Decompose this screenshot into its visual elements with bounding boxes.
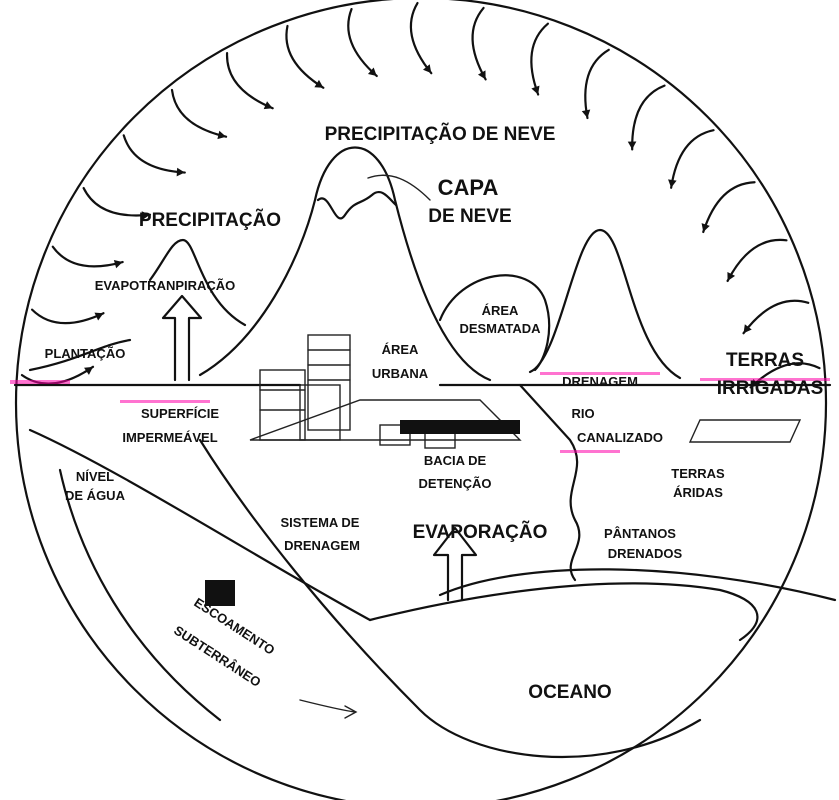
irrigated-field	[688, 419, 802, 443]
aquifer-line-1	[198, 438, 702, 759]
precipitation-arrow	[584, 48, 610, 120]
precipitation-arrowhead	[263, 101, 273, 110]
precipitation-arrowhead	[668, 179, 677, 188]
label-drained-wetlands-1: PÂNTANOS	[604, 526, 676, 541]
label-drainage-system-2: DRENAGEM	[284, 538, 360, 553]
precipitation-arrowhead	[367, 67, 377, 76]
precipitation-arrow	[170, 88, 228, 138]
evapotranspiration-arrow	[161, 294, 203, 382]
label-arid-1: TERRAS	[671, 466, 725, 481]
label-plantation: PLANTAÇÃO	[45, 346, 126, 361]
big-mountain	[198, 146, 492, 382]
evaporation-arrow	[432, 526, 478, 602]
label-urban-2: URBANA	[372, 366, 429, 381]
precipitation-arrow	[409, 1, 433, 75]
precipitation-arrow	[471, 6, 487, 81]
precipitation-arrow	[82, 186, 152, 217]
evapotranspiration-curve	[148, 238, 247, 327]
aquifer-line-2	[58, 468, 222, 722]
precipitation-arrow	[285, 24, 325, 89]
precipitation-arrow	[742, 299, 810, 335]
label-irrigated-1: TERRAS	[726, 350, 804, 371]
plantation-curve	[28, 338, 132, 372]
label-water-table-1: NÍVEL	[76, 469, 114, 484]
label-drainage: DRENAGEM	[562, 374, 638, 389]
precipitation-arrowhead	[141, 211, 150, 220]
precipitation-arrow	[122, 134, 186, 174]
ocean-top	[438, 568, 837, 602]
precipitation-arrowhead	[422, 64, 432, 74]
label-channelized-1: RIO	[571, 406, 594, 421]
precipitation-arrow	[225, 52, 274, 110]
precipitation-arrow	[30, 308, 105, 325]
label-channelized-2: CANALIZADO	[577, 430, 663, 445]
snow-cap-pointer	[367, 174, 431, 201]
label-snow-precipitation: PRECIPITAÇÃO DE NEVE	[325, 123, 556, 145]
label-water-table-2: DE ÁGUA	[65, 488, 126, 503]
label-impervious-2: IMPERMEÁVEL	[122, 430, 217, 445]
precipitation-arrowhead	[531, 85, 540, 95]
label-impervious-1: SUPERFÍCIE	[141, 406, 219, 421]
precipitation-arrowhead	[176, 167, 185, 177]
label-deforested-2: DESMATADA	[459, 321, 541, 336]
urban-buildings	[249, 334, 522, 449]
label-deforested-1: ÁREA	[482, 303, 519, 318]
precipitation-arrow	[347, 7, 378, 78]
label-irrigated-2: IRRIGADAS	[717, 378, 824, 399]
small-hill	[438, 274, 551, 372]
precipitation-arrow	[726, 238, 788, 283]
water-table-line	[28, 428, 372, 622]
precipitation-arrow	[702, 181, 756, 234]
precipitation-arrows	[20, 1, 821, 389]
globe-outline	[15, 0, 827, 800]
precipitation-arrow	[631, 84, 666, 151]
precipitation-arrowhead	[701, 223, 710, 233]
precipitation-arrow	[670, 129, 715, 189]
snow-cap-line	[316, 190, 398, 220]
scan-artifacts	[10, 372, 830, 606]
channelized-river	[518, 383, 581, 582]
precipitation-arrowhead	[314, 79, 324, 88]
precipitation-arrow	[530, 22, 550, 96]
precipitation-arrowhead	[217, 130, 227, 140]
ocean-basin	[368, 582, 759, 642]
precipitation-arrowhead	[727, 271, 736, 281]
label-snow-cap-2: DE NEVE	[428, 206, 511, 227]
tall-peak	[528, 228, 682, 380]
label-urban-1: ÁREA	[382, 342, 419, 357]
precipitation-arrowhead	[84, 366, 93, 375]
label-drainage-system-1: SISTEMA DE	[281, 515, 360, 530]
precipitation-arrow	[51, 245, 124, 268]
label-snow-cap-1: CAPA	[438, 175, 499, 200]
label-detention-2: DETENÇÃO	[419, 476, 492, 491]
label-drained-wetlands-2: DRENADOS	[608, 546, 683, 561]
precipitation-arrowhead	[581, 109, 591, 119]
precipitation-arrowhead	[627, 141, 637, 150]
precipitation-arrowhead	[743, 324, 752, 334]
label-detention-1: BACIA DE	[424, 453, 487, 468]
label-arid-2: ÁRIDAS	[673, 485, 723, 500]
precipitation-arrowhead	[113, 259, 123, 269]
precipitation-arrowhead	[477, 70, 486, 80]
groundwater-flow-arrow	[299, 699, 358, 719]
label-evapotranspiration: EVAPOTRANPIRAÇÃO	[95, 278, 236, 293]
label-ocean: OCEANO	[528, 682, 611, 703]
label-precipitation: PRECIPITAÇÃO	[139, 209, 281, 231]
label-evaporation: EVAPORAÇÃO	[413, 521, 548, 543]
precipitation-arrowhead	[94, 312, 104, 321]
